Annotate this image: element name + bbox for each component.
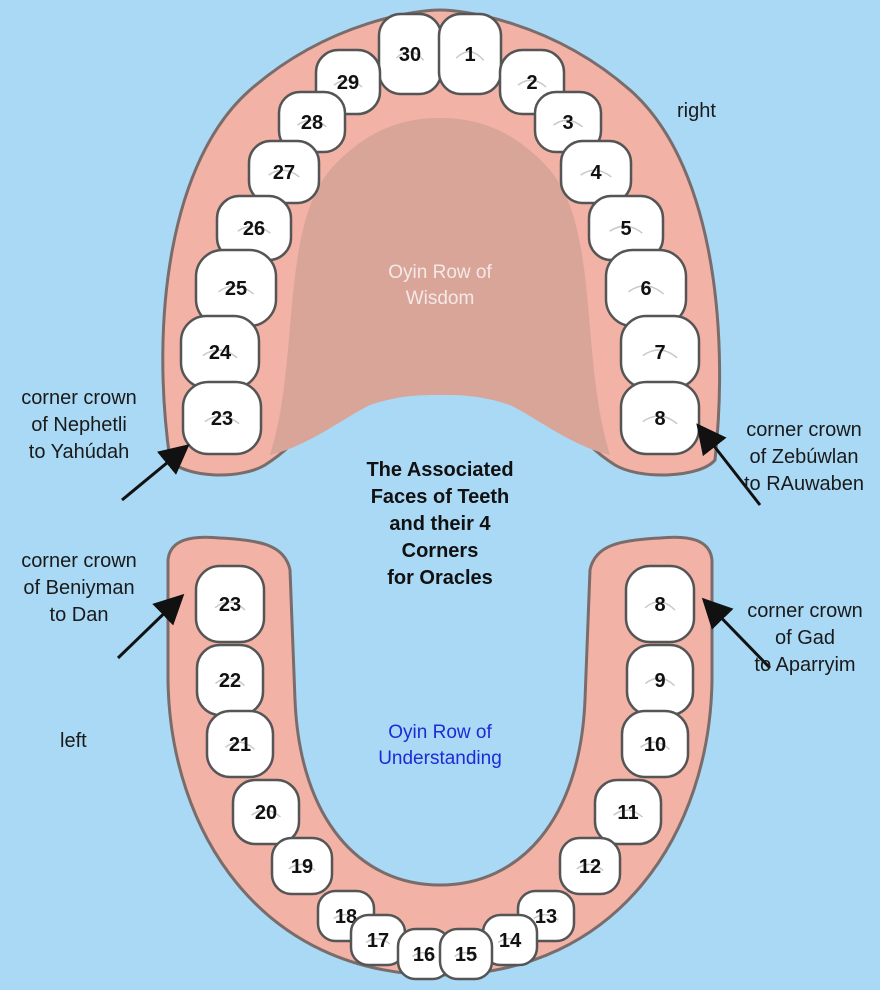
tooth-upper: 8 (621, 382, 699, 454)
upper-row-label: Oyin Row of Wisdom (350, 260, 530, 312)
tooth-number: 20 (255, 802, 277, 824)
tooth-upper: 23 (183, 382, 261, 454)
corner-label-lower-right: corner crown of Gad to Aparryim (732, 598, 878, 679)
tooth-number: 26 (243, 218, 265, 240)
diagram-title: The Associated Faces of Teeth and their … (330, 457, 550, 592)
title-line: for Oracles (330, 565, 550, 592)
tooth-lower: 22 (197, 645, 263, 715)
tooth-number: 15 (455, 944, 477, 966)
corner-label-line: corner crown (4, 385, 154, 412)
lower-row-label: Oyin Row of Understanding (350, 720, 530, 772)
tooth-number: 6 (640, 278, 651, 300)
corner-label-line: corner crown (4, 548, 154, 575)
corner-label-lower-left: corner crown of Beniyman to Dan (4, 548, 154, 629)
tooth-number: 23 (219, 594, 241, 616)
tooth-number: 2 (526, 72, 537, 94)
tooth-number: 29 (337, 72, 359, 94)
tooth-lower: 19 (272, 838, 332, 894)
title-line: and their 4 (330, 511, 550, 538)
tooth-number: 22 (219, 670, 241, 692)
corner-label-line: of Beniyman (4, 575, 154, 602)
side-label-right: right (677, 100, 716, 123)
side-label-left: left (60, 730, 87, 753)
corner-label-line: of Zebúwlan (730, 444, 878, 471)
corner-label-line: corner crown (730, 417, 878, 444)
tooth-number: 21 (229, 734, 251, 756)
tooth-lower: 10 (622, 711, 688, 777)
tooth-number: 23 (211, 408, 233, 430)
tooth-lower: 11 (595, 780, 661, 844)
corner-label-line: to RAuwaben (730, 471, 878, 498)
tooth-upper: 1 (439, 14, 501, 94)
tooth-number: 9 (654, 670, 665, 692)
tooth-upper: 25 (196, 250, 276, 326)
title-line: The Associated (330, 457, 550, 484)
tooth-lower: 9 (627, 645, 693, 715)
tooth-number: 3 (562, 112, 573, 134)
tooth-upper: 30 (379, 14, 441, 94)
tooth-lower: 21 (207, 711, 273, 777)
tooth-number: 17 (367, 930, 389, 952)
tooth-number: 13 (535, 906, 557, 928)
tooth-upper: 6 (606, 250, 686, 326)
tooth-number: 8 (654, 408, 665, 430)
tooth-number: 19 (291, 856, 313, 878)
tooth-number: 28 (301, 112, 323, 134)
tooth-number: 10 (644, 734, 666, 756)
tooth-number: 25 (225, 278, 247, 300)
tooth-upper: 24 (181, 316, 259, 388)
tooth-number: 27 (273, 162, 295, 184)
tooth-upper: 7 (621, 316, 699, 388)
tooth-number: 5 (620, 218, 631, 240)
corner-label-line: to Dan (4, 602, 154, 629)
corner-label-line: of Gad (732, 625, 878, 652)
tooth-number: 12 (579, 856, 601, 878)
corner-label-line: of Nephetli (4, 412, 154, 439)
tooth-lower: 20 (233, 780, 299, 844)
corner-label-upper-right: corner crown of Zebúwlan to RAuwaben (730, 417, 878, 498)
tooth-number: 14 (499, 930, 522, 952)
tooth-upper: 4 (561, 141, 631, 203)
lower-row-label-line: Oyin Row of (350, 720, 530, 746)
tooth-lower: 23 (196, 566, 264, 642)
tooth-number: 4 (590, 162, 602, 184)
tooth-number: 1 (464, 44, 475, 66)
upper-row-label-line: Oyin Row of (350, 260, 530, 286)
tooth-number: 8 (654, 594, 665, 616)
upper-row-label-line: Wisdom (350, 286, 530, 312)
tooth-number: 16 (413, 944, 435, 966)
tooth-lower: 12 (560, 838, 620, 894)
tooth-lower: 8 (626, 566, 694, 642)
corner-label-upper-left: corner crown of Nephetli to Yahúdah (4, 385, 154, 466)
tooth-number: 11 (617, 802, 638, 824)
corner-label-line: to Yahúdah (4, 439, 154, 466)
tooth-number: 7 (654, 342, 665, 364)
tooth-lower: 15 (440, 929, 492, 979)
lower-row-label-line: Understanding (350, 746, 530, 772)
tooth-upper: 27 (249, 141, 319, 203)
corner-label-line: to Aparryim (732, 652, 878, 679)
tooth-number: 30 (399, 44, 421, 66)
corner-label-line: corner crown (732, 598, 878, 625)
tooth-number: 24 (209, 342, 232, 364)
title-line: Corners (330, 538, 550, 565)
title-line: Faces of Teeth (330, 484, 550, 511)
